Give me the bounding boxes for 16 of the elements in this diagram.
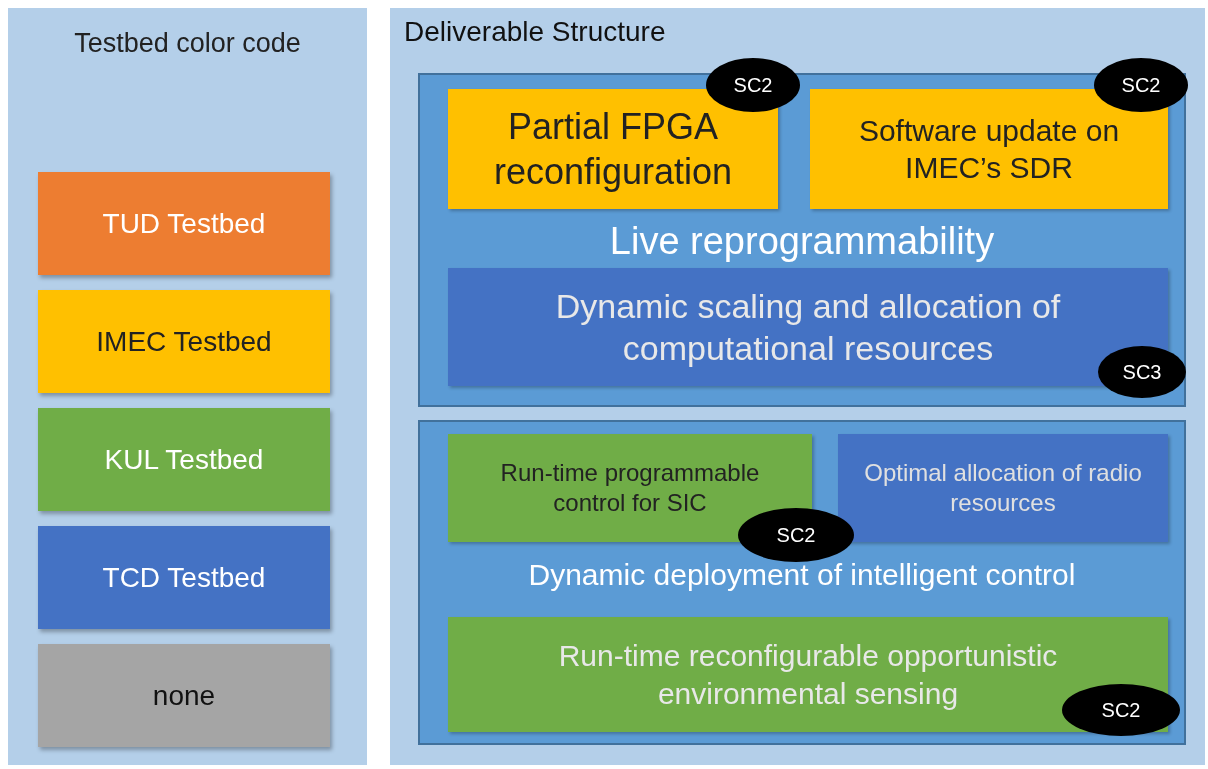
- tag-ellipse: SC2: [706, 58, 800, 112]
- tag-ellipse: SC2: [738, 508, 854, 562]
- legend-text: TUD Testbed: [102, 207, 266, 241]
- legend-text: KUL Testbed: [104, 443, 264, 477]
- structure-panel: [390, 8, 1205, 765]
- tag-ellipse: SC2: [1094, 58, 1188, 112]
- legend-text: IMEC Testbed: [96, 325, 272, 359]
- task-box: Optimal allocation of radio resources: [838, 434, 1168, 542]
- group-box: [418, 73, 1186, 407]
- legend-text: TCD Testbed: [102, 561, 266, 595]
- panel-title: Deliverable Structure: [404, 16, 667, 48]
- legend-text: none: [152, 679, 216, 713]
- group-heading: Live reprogrammability: [608, 220, 996, 263]
- tag-ellipse: SC3: [1098, 346, 1186, 398]
- legend-title: Testbed color code: [73, 28, 302, 59]
- group-box: [418, 420, 1186, 745]
